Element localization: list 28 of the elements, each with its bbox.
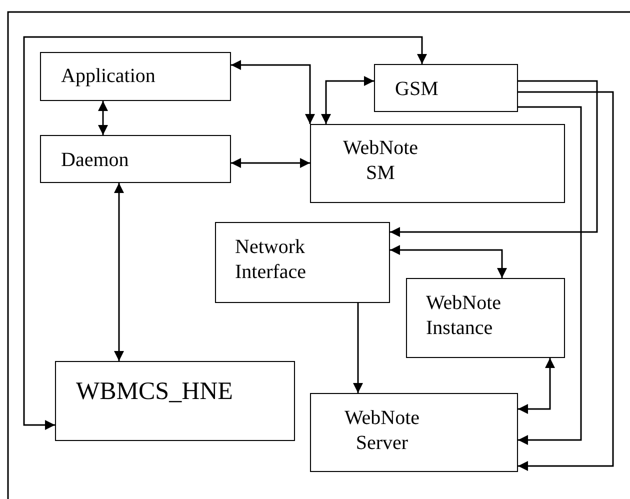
component-box — [215, 222, 390, 303]
component-label: Network Interface — [235, 235, 308, 285]
component-label: WebNote Instance — [426, 291, 502, 341]
arrow — [98, 101, 108, 135]
component-box — [40, 52, 231, 101]
arrow — [23, 36, 427, 430]
component-label: WebNote Server — [343, 406, 421, 456]
component-box — [374, 64, 518, 112]
arrow — [390, 245, 507, 278]
component-box — [310, 393, 518, 472]
arrow — [390, 80, 598, 237]
component-box — [40, 135, 231, 183]
arrow — [321, 76, 374, 124]
arrow — [353, 303, 363, 393]
component-box — [55, 361, 295, 441]
arrow — [518, 358, 555, 414]
component-label: WebNote SM — [342, 136, 420, 186]
component-box — [310, 124, 565, 203]
component-label: Daemon — [61, 148, 130, 173]
component-box — [406, 278, 565, 358]
arrow — [114, 183, 124, 361]
component-label: WBMCS_HNE — [76, 377, 234, 407]
arrow — [518, 106, 582, 445]
arrow — [231, 60, 315, 124]
component-label: Application — [61, 64, 156, 89]
arrow — [231, 158, 310, 168]
component-label: GSM — [395, 77, 440, 102]
arrow — [518, 91, 614, 471]
